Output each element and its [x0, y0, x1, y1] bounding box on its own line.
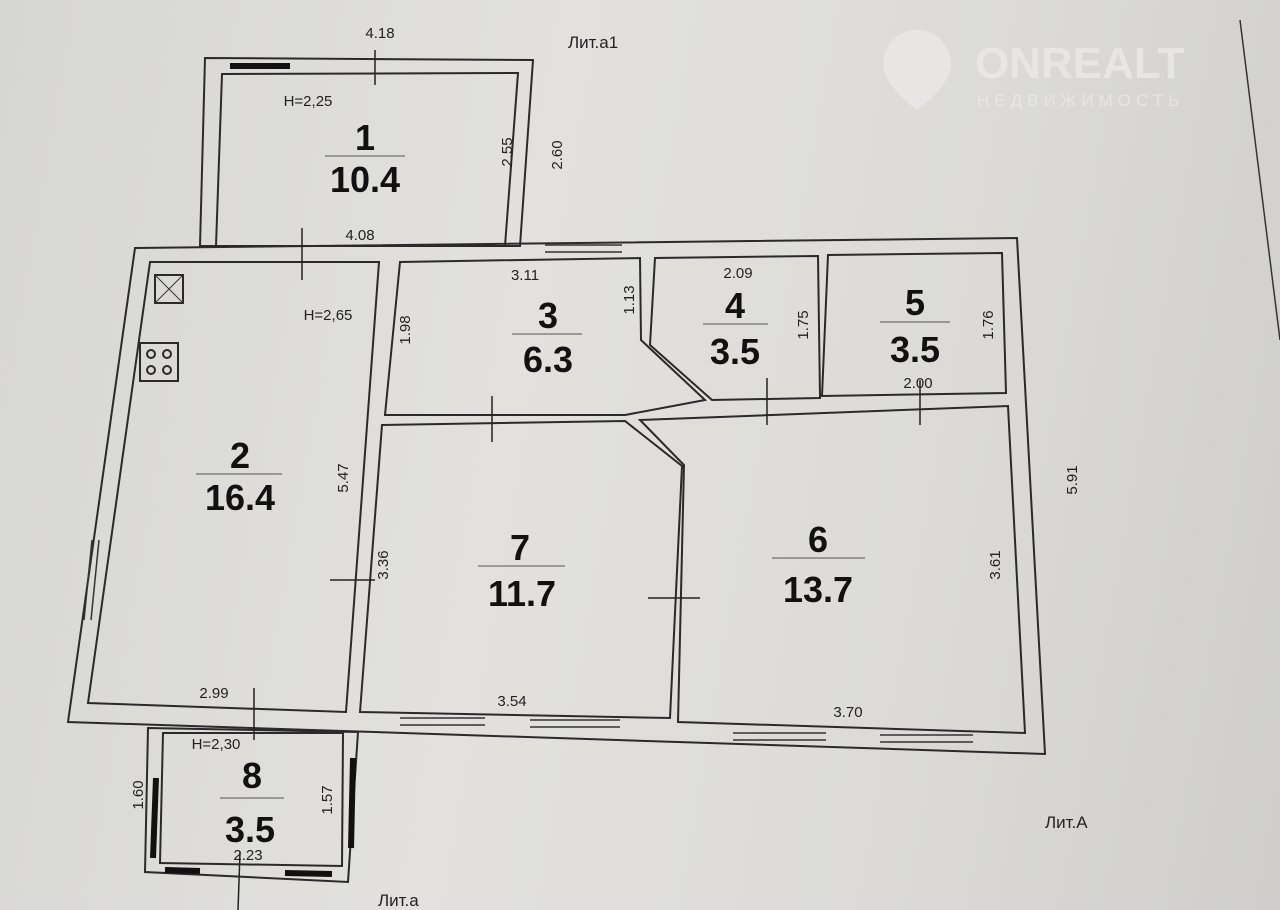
room-number: 7 [510, 527, 530, 568]
label-lit-a1: Лит.а1 [568, 33, 618, 52]
room-number: 3 [538, 295, 558, 336]
room-number: 1 [355, 117, 375, 158]
dimension: 5.47 [335, 463, 352, 492]
dimension: 2.99 [199, 685, 228, 702]
room-area: 3.5 [890, 329, 940, 370]
dimension: 2.23 [233, 847, 262, 864]
dimension: 1.76 [980, 310, 997, 339]
room-number: 5 [905, 282, 925, 323]
stove-icon [139, 342, 179, 382]
dimension: 1.57 [319, 785, 336, 814]
dimension: 4.18 [365, 25, 394, 42]
room-height: H=2,30 [192, 736, 241, 753]
watermark-brand: ONREALT [975, 39, 1185, 88]
room-area: 3.5 [225, 809, 275, 850]
dimension: 1.75 [795, 310, 812, 339]
room-area: 10.4 [330, 159, 400, 200]
room-area: 6.3 [523, 339, 573, 380]
dimension: 3.61 [987, 550, 1004, 579]
dimension: 3.36 [375, 550, 392, 579]
room-area: 13.7 [783, 569, 853, 610]
dimension: 3.11 [511, 267, 539, 284]
dimension: 3.54 [497, 693, 526, 710]
dimension: 1.13 [621, 285, 638, 314]
room-number: 6 [808, 519, 828, 560]
watermark-subtitle: НЕДВИЖИМОСТЬ [977, 91, 1184, 110]
ventilation-icon [154, 274, 184, 304]
dimension-labels: 4.18 2.55 2.60 4.08 5.47 2.99 3.11 1.98 … [130, 25, 1081, 864]
dimension: 2.09 [723, 265, 752, 282]
onrealt-watermark: ONREALT НЕДВИЖИМОСТЬ [883, 30, 1185, 110]
room-1 [198, 56, 535, 247]
label-lit-A: Лит.А [1045, 813, 1088, 832]
dimension: 4.08 [345, 227, 374, 244]
dimension: 1.98 [397, 315, 414, 344]
location-pin-icon [883, 30, 951, 110]
room-8 [143, 726, 360, 884]
dimension: 2.55 [499, 137, 516, 166]
dimension: 3.70 [833, 704, 862, 721]
windows [83, 244, 973, 743]
room-number: 2 [230, 435, 250, 476]
room-number: 8 [242, 755, 262, 796]
sheet-edge [1239, 19, 1280, 341]
room-height: H=2,65 [304, 307, 353, 324]
dimension: 5.91 [1064, 465, 1081, 494]
label-lit-a: Лит.а [378, 891, 419, 910]
dimension: 2.00 [903, 375, 932, 392]
dimension: 1.60 [130, 780, 147, 809]
room-area: 11.7 [488, 573, 556, 614]
doors [237, 50, 921, 910]
room-number: 4 [725, 285, 745, 326]
room-area: 16.4 [205, 477, 275, 518]
room-labels: 1 10.4 H=2,25 2 16.4 H=2,65 3 6.3 4 3.5 … [192, 93, 950, 850]
room-height: H=2,25 [284, 93, 333, 110]
dimension: 2.60 [549, 140, 566, 169]
room-area: 3.5 [710, 331, 760, 372]
